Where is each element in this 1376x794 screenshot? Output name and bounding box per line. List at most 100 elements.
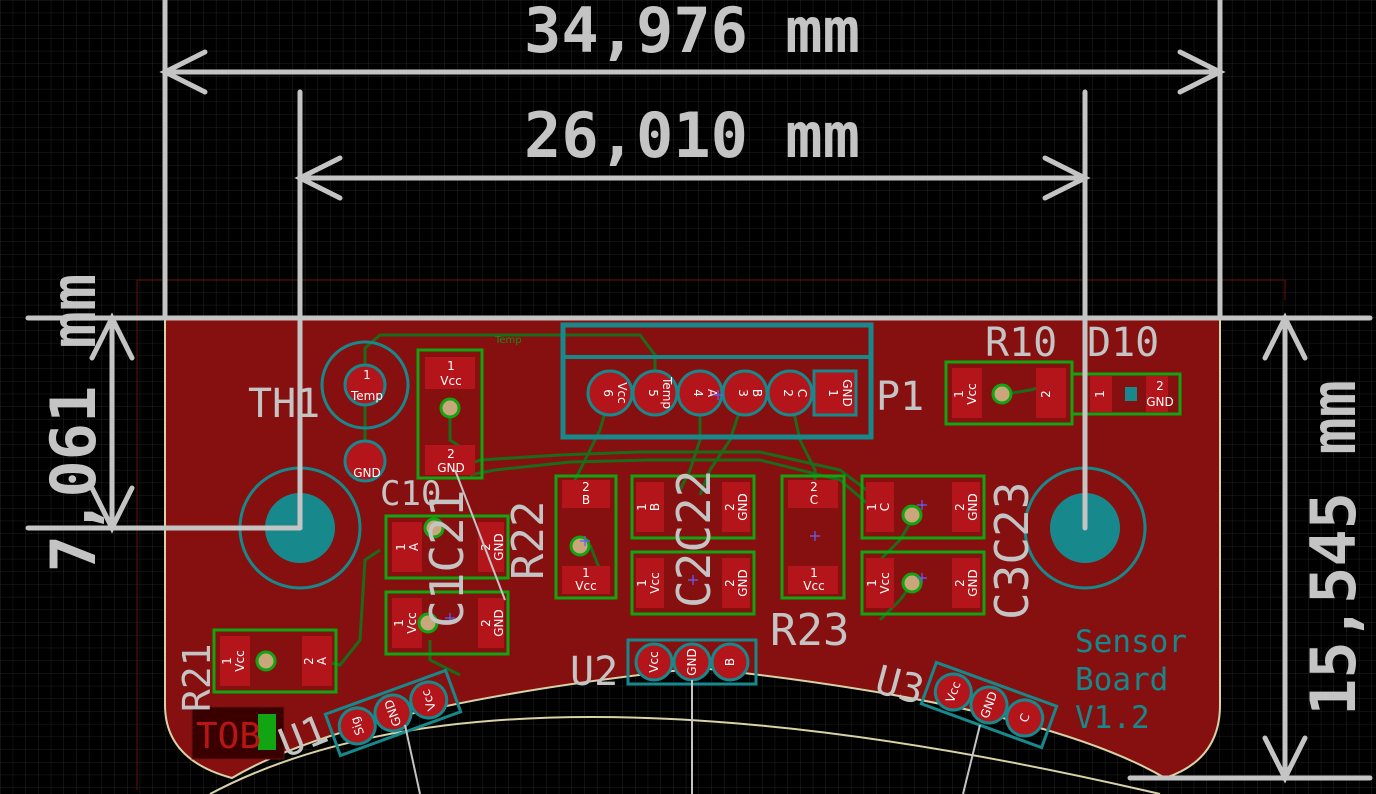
svg-text:1: 1 <box>392 619 406 627</box>
ref-r23: R23 <box>770 605 849 656</box>
svg-text:Sig: Sig <box>348 715 368 737</box>
svg-text:1: 1 <box>865 503 879 511</box>
svg-text:GND: GND <box>492 533 506 561</box>
ref-c3c23: C3C23 <box>985 482 1039 620</box>
svg-text:2: 2 <box>1039 390 1053 398</box>
c10-footprint: 1 Vcc 2 GND <box>416 348 484 480</box>
svg-text:TOB: TOB <box>196 716 261 757</box>
svg-text:2: 2 <box>1156 379 1164 393</box>
svg-text:B: B <box>723 658 737 666</box>
u2-header: Vcc GND B <box>626 638 758 686</box>
ref-c1c21: C1C21 <box>420 490 474 628</box>
ref-r21: R21 <box>175 643 219 712</box>
svg-text:1: 1 <box>363 368 371 382</box>
svg-text:A: A <box>315 656 329 665</box>
svg-text:GND: GND <box>966 569 980 597</box>
svg-text:1: 1 <box>220 657 234 665</box>
svg-text:Vcc: Vcc <box>878 572 892 593</box>
svg-text:GND: GND <box>492 609 506 637</box>
svg-text:1: 1 <box>810 566 818 580</box>
svg-text:GND: GND <box>1146 395 1174 409</box>
svg-text:GND: GND <box>353 466 381 480</box>
r21-footprint: 1 Vcc 2 A <box>212 628 338 694</box>
svg-text:2: 2 <box>447 447 455 461</box>
svg-text:1: 1 <box>826 389 840 397</box>
svg-text:1: 1 <box>865 579 879 587</box>
header-leaders <box>404 469 981 794</box>
svg-text:GND: GND <box>736 493 750 521</box>
svg-text:1: 1 <box>394 543 408 551</box>
svg-text:2: 2 <box>810 480 818 494</box>
net-label-temp: Temp <box>494 335 522 346</box>
svg-text:2: 2 <box>723 503 737 511</box>
ref-r10: R10 <box>985 320 1057 366</box>
svg-text:GND: GND <box>685 648 699 676</box>
svg-text:GND: GND <box>966 493 980 521</box>
svg-text:Temp: Temp <box>660 376 674 409</box>
svg-text:1: 1 <box>582 566 590 580</box>
board-label-line2: Board <box>1075 662 1168 698</box>
svg-text:B: B <box>582 493 590 507</box>
th1-footprint: 1 Temp GND <box>320 340 410 483</box>
p1-connector: 6 Vcc 5 Temp 4 A 3 B 2 C 1 GND <box>560 322 874 440</box>
svg-text:2: 2 <box>953 579 967 587</box>
svg-text:B: B <box>648 503 662 511</box>
svg-text:C: C <box>810 493 818 507</box>
svg-text:Vcc: Vcc <box>647 651 661 672</box>
ref-p1: P1 <box>876 374 924 420</box>
c3-footprint: 1 Vcc 2 GND <box>860 550 986 616</box>
dim-inner-width: 26,010 mm <box>524 99 860 172</box>
svg-text:Vcc: Vcc <box>965 383 979 404</box>
c2-footprint: 1 Vcc 2 GND <box>630 550 756 616</box>
svg-text:GND: GND <box>736 569 750 597</box>
d10-footprint: 1 2 GND <box>1070 372 1182 416</box>
ref-d10: D10 <box>1087 320 1159 366</box>
board-label-line3: V1.2 <box>1075 700 1150 736</box>
svg-text:2: 2 <box>953 503 967 511</box>
dim-left-height: 7,061 mm <box>37 274 110 573</box>
ref-th1: TH1 <box>248 381 320 427</box>
margin-outline <box>136 279 1286 790</box>
svg-text:3: 3 <box>736 389 750 397</box>
svg-text:2: 2 <box>302 657 316 665</box>
svg-text:Vcc: Vcc <box>440 374 461 388</box>
dim-right-height: 15,545 mm <box>1297 380 1370 716</box>
dim-top-width: 34,976 mm <box>524 0 860 67</box>
svg-text:2: 2 <box>781 389 795 397</box>
svg-text:Vcc: Vcc <box>233 650 247 671</box>
svg-text:GND: GND <box>437 461 465 475</box>
svg-text:1: 1 <box>635 503 649 511</box>
origin-markers <box>445 390 927 623</box>
svg-text:6: 6 <box>601 389 615 397</box>
svg-text:Temp: Temp <box>350 389 383 403</box>
svg-text:2: 2 <box>582 480 590 494</box>
svg-text:Vcc: Vcc <box>615 382 629 403</box>
svg-text:GND: GND <box>840 379 854 407</box>
svg-text:Vcc: Vcc <box>648 572 662 593</box>
ref-c2c22: C2C22 <box>667 470 721 608</box>
svg-text:C: C <box>795 389 809 397</box>
c23-footprint: 1 C 2 GND <box>860 474 986 540</box>
svg-text:Vcc: Vcc <box>575 579 596 593</box>
svg-text:Vcc: Vcc <box>803 579 824 593</box>
c1-footprint: 1 Vcc 2 GND <box>384 590 510 656</box>
svg-text:1: 1 <box>635 579 649 587</box>
svg-text:Vcc: Vcc <box>418 688 438 713</box>
svg-text:1: 1 <box>1093 390 1107 398</box>
svg-text:5: 5 <box>646 389 660 397</box>
svg-text:C: C <box>878 503 892 511</box>
svg-text:A: A <box>407 542 421 551</box>
svg-text:B: B <box>750 389 764 397</box>
dimension-lines <box>25 0 1373 784</box>
ref-r22: R22 <box>503 501 554 580</box>
u3-header: Vcc GND C <box>919 660 1059 750</box>
svg-text:2: 2 <box>723 579 737 587</box>
svg-text:Vcc: Vcc <box>943 680 963 705</box>
board-label-line1: Sensor <box>1075 624 1187 660</box>
ref-c10: C10 <box>380 474 441 514</box>
u1-header: Sig GND Vcc <box>323 668 463 758</box>
tob-marker: TOB <box>191 706 285 760</box>
svg-text:4: 4 <box>691 389 705 397</box>
svg-text:1: 1 <box>447 359 455 373</box>
